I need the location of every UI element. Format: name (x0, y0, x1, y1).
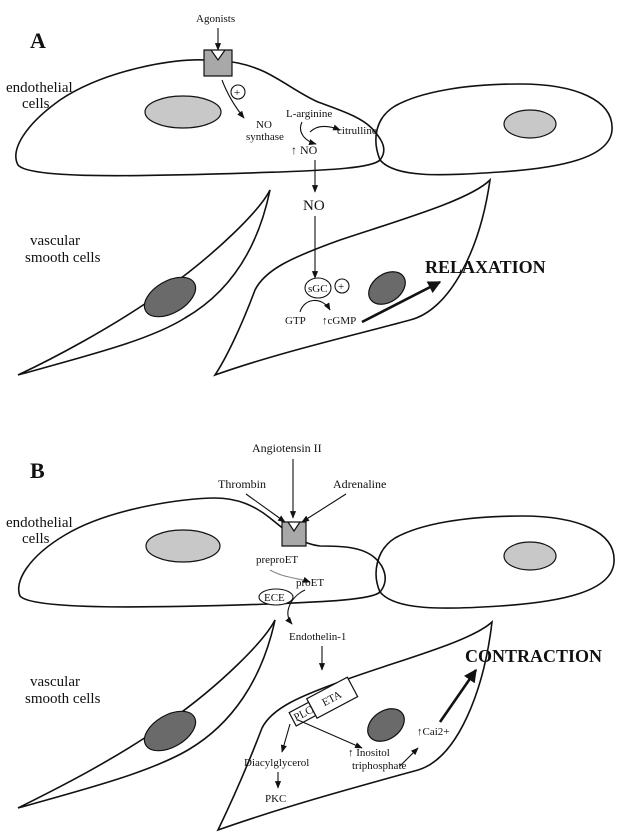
smooth-cell-b1 (18, 620, 275, 808)
plc-ip3-arrow (298, 720, 362, 748)
vascular-label-b2: smooth cells (25, 691, 101, 707)
receptor-a-icon (204, 50, 232, 76)
contraction-arrow (440, 670, 476, 722)
adrenaline-label: Adrenaline (333, 477, 386, 491)
endothelial-label-a2: cells (22, 96, 50, 112)
inositol-label-2: triphosphate (352, 760, 406, 772)
adrenaline-arrow (302, 494, 346, 522)
endothelial-label-b1: endothelial (6, 515, 73, 531)
nucleus-endothelial-a2 (504, 110, 556, 138)
vascular-label-a1: vascular (30, 233, 80, 249)
citrulline-label: citrulline (337, 125, 377, 137)
receptor-b-icon (282, 522, 306, 546)
angiotensin-label: Angiotensin II (252, 441, 322, 455)
nucleus-smooth-a1 (138, 269, 202, 325)
thrombin-arrow (246, 494, 285, 522)
cai-label: ↑Cai2+ (417, 726, 449, 738)
panel-b-letter: B (30, 458, 45, 483)
citrulline-arrow (310, 127, 340, 133)
eta-plc-receptor: ETA PLC (287, 677, 357, 728)
arginine-arrow (301, 122, 316, 144)
endothelial-cell-a2 (376, 84, 612, 175)
nucleus-smooth-b2 (362, 702, 411, 748)
vascular-label-a2: smooth cells (25, 250, 101, 266)
endothelin-label: Endothelin-1 (289, 631, 346, 643)
relaxation-label: RELAXATION (425, 257, 546, 277)
pro-et-label: proET (296, 577, 324, 589)
contraction-label: CONTRACTION (465, 646, 602, 666)
ip3-ca-arrow (400, 748, 418, 766)
smooth-cell-b2 (218, 622, 492, 830)
endothelial-label-b2: cells (22, 531, 50, 547)
nucleus-endothelial-b1 (146, 530, 220, 562)
plc-dag-arrow (282, 724, 290, 752)
diacylglycerol-label: Diacylglycerol (244, 757, 309, 769)
plus-label-a2: + (338, 281, 344, 293)
cgmp-label: ↑cGMP (322, 315, 356, 327)
thrombin-label: Thrombin (218, 477, 266, 491)
pkc-label: PKC (265, 793, 286, 805)
endothelial-cell-b2 (376, 516, 614, 608)
nucleus-smooth-b1 (138, 703, 202, 759)
plus-label-a: + (234, 87, 240, 99)
ece-label: ECE (264, 592, 285, 604)
no-synthase-label-2: synthase (246, 131, 284, 143)
gtp-label: GTP (285, 315, 306, 327)
l-arginine-label: L-arginine (286, 108, 332, 120)
nucleus-endothelial-a1 (145, 96, 221, 128)
endothelial-label-a1: endothelial (6, 80, 73, 96)
sgc-label: sGC (308, 283, 328, 295)
gtp-arrow (300, 300, 330, 312)
panel-a-letter: A (30, 28, 46, 53)
prepro-et-label: preproET (256, 554, 298, 566)
nucleus-smooth-a2 (363, 265, 412, 311)
no-up-label: ↑ NO (291, 143, 318, 157)
vascular-label-b1: vascular (30, 674, 80, 690)
no-label: NO (303, 198, 325, 214)
inositol-label-1: ↑ Inositol (348, 747, 390, 759)
panel-a: A Agonists endothelial cells + NO syntha… (6, 13, 612, 375)
nucleus-endothelial-b2 (504, 542, 556, 570)
no-synthase-label-1: NO (256, 119, 272, 131)
agonists-label: Agonists (196, 13, 235, 25)
smooth-cell-a1 (18, 190, 270, 375)
panel-b: B Angiotensin II Thrombin Adrenaline end… (6, 441, 614, 830)
